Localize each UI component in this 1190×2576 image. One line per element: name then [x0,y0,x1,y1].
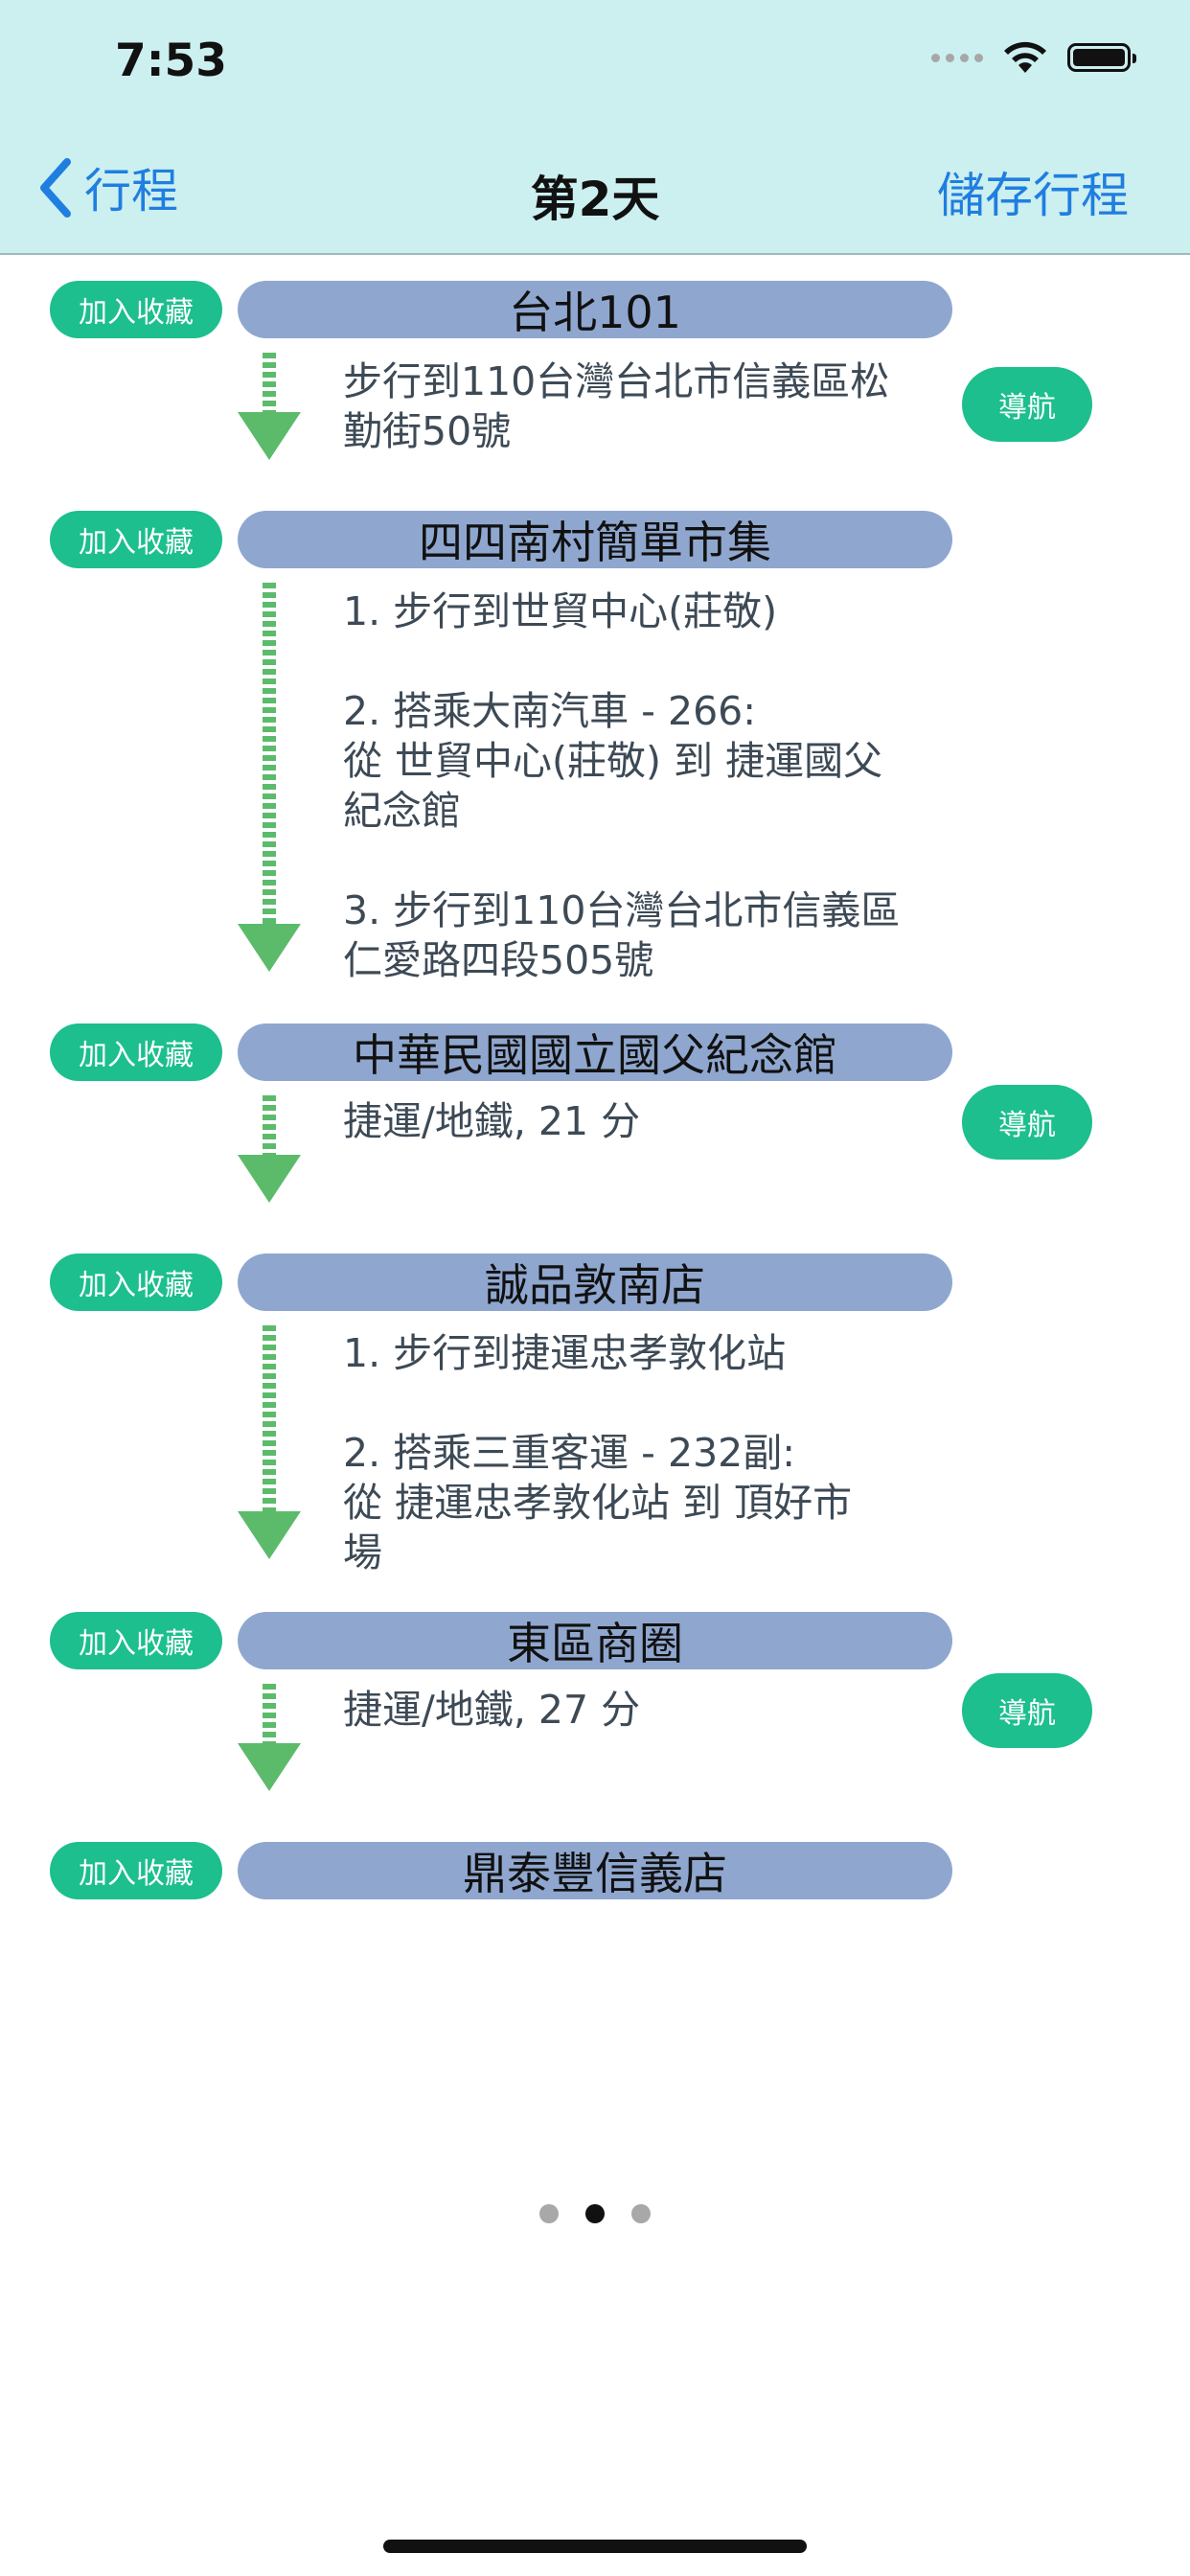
cellular-signal-icon [931,53,983,62]
battery-icon [1067,43,1136,72]
save-itinerary-button[interactable]: 儲存行程 [937,168,1129,223]
route-description: 步行到110台灣台北市信義區松 勤街50號 [343,358,890,454]
route-arrow-icon [238,353,301,460]
add-favorite-button[interactable]: 加入收藏 [50,511,222,568]
page-title: 第2天 [530,172,660,227]
page-dot[interactable] [539,2204,559,2223]
stop-name[interactable]: 台北101 [238,281,952,338]
add-favorite-button[interactable]: 加入收藏 [50,1024,222,1081]
page-indicator[interactable] [0,2204,1190,2223]
navigation-header: 7:53 行程 第2天 儲存行程 [0,0,1190,255]
route-description: 1. 步行到世貿中心(莊敬) 2. 搭乘大南汽車 - 266: 從 世貿中心(莊… [343,588,901,983]
wifi-icon [1004,41,1046,73]
route-arrow-icon [238,1095,301,1203]
stop-name[interactable]: 中華民國國立國父紀念館 [238,1024,952,1081]
route-arrow-icon [238,1325,301,1559]
stop-row: 加入收藏 鼎泰豐信義店 [0,1842,1190,1901]
route-description: 1. 步行到捷運忠孝敦化站 2. 搭乘三重客運 - 232副: 從 捷運忠孝敦化… [343,1330,853,1576]
back-button[interactable]: 行程 [34,153,178,221]
status-time: 7:53 [115,34,227,87]
stop-row: 加入收藏 四四南村簡單市集 [0,511,1190,570]
add-favorite-button[interactable]: 加入收藏 [50,1612,222,1669]
back-label: 行程 [84,164,179,218]
stop-name[interactable]: 東區商圈 [238,1612,952,1669]
page-dot-active[interactable] [585,2204,605,2223]
navigate-button[interactable]: 導航 [962,1085,1092,1160]
route-description: 捷運/地鐵, 27 分 [343,1687,641,1733]
add-favorite-button[interactable]: 加入收藏 [50,1842,222,1899]
stop-row: 加入收藏 中華民國國立國父紀念館 [0,1024,1190,1083]
page-dot[interactable] [631,2204,651,2223]
stop-row: 加入收藏 台北101 [0,281,1190,340]
stop-name[interactable]: 誠品敦南店 [238,1254,952,1311]
route-arrow-icon [238,1684,301,1791]
navigate-button[interactable]: 導航 [962,1673,1092,1748]
add-favorite-button[interactable]: 加入收藏 [50,1254,222,1311]
add-favorite-button[interactable]: 加入收藏 [50,281,222,338]
route-description: 捷運/地鐵, 21 分 [343,1098,641,1144]
status-icons [931,40,1136,75]
stop-name[interactable]: 鼎泰豐信義店 [238,1842,952,1899]
navigate-button[interactable]: 導航 [962,367,1092,442]
stop-name[interactable]: 四四南村簡單市集 [238,511,952,568]
chevron-left-icon [40,157,71,218]
route-arrow-icon [238,583,301,972]
stop-row: 加入收藏 誠品敦南店 [0,1254,1190,1313]
home-indicator[interactable] [383,2540,807,2553]
stop-row: 加入收藏 東區商圈 [0,1612,1190,1671]
